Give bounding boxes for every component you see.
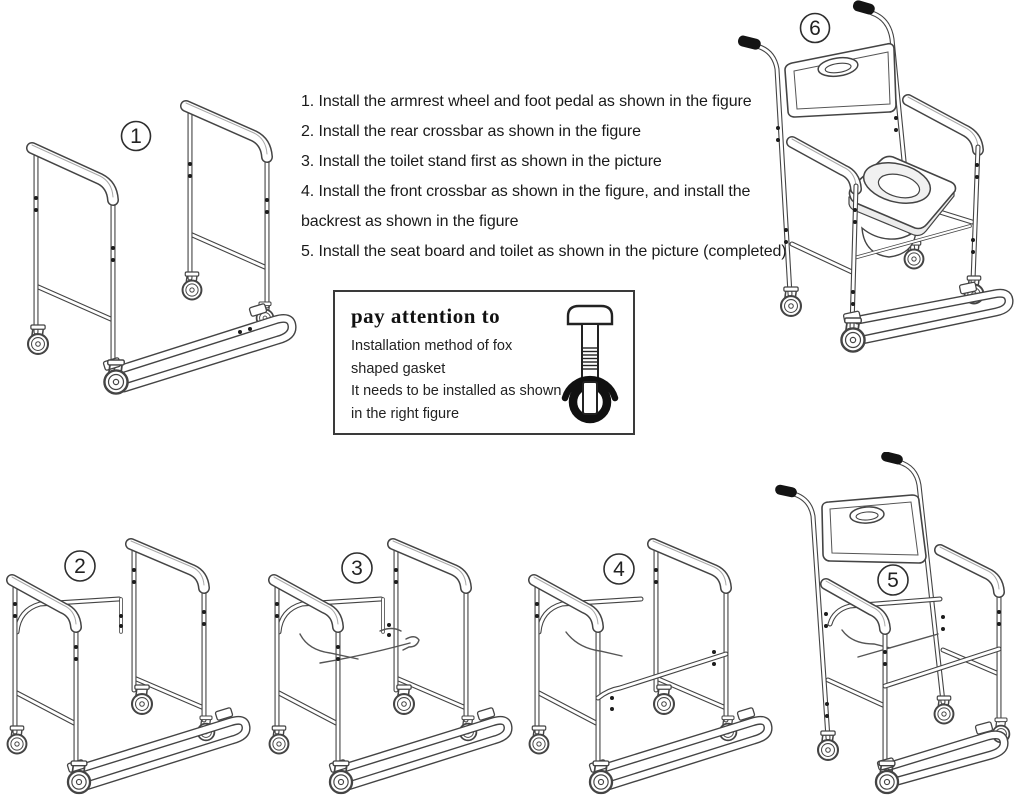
instruction-step-3: 3. Install the toilet stand first as sho… (301, 153, 662, 170)
backrest-handle-slot (849, 506, 885, 524)
figure-step-3: 3 (262, 482, 532, 795)
left-armrest (826, 581, 885, 768)
figure-step-4: 4 (522, 482, 792, 795)
svg-text:3: 3 (351, 557, 363, 580)
svg-text:4: 4 (613, 558, 625, 581)
step-number-badge: 1 (120, 120, 152, 152)
caster-wheel (816, 729, 840, 762)
caster-wheel (392, 683, 416, 716)
caster-wheel (328, 759, 354, 795)
bolt-dots (824, 610, 1001, 718)
foot-pedal (328, 706, 508, 786)
backrest-panel (821, 494, 927, 564)
instruction-step-4: 4. Install the front crossbar as shown i… (301, 183, 751, 200)
attention-title: pay attention to (351, 304, 501, 328)
caster-wheel (874, 759, 900, 795)
left-push-handle-tube (757, 46, 790, 294)
left-side-frame (32, 145, 113, 364)
foot-pedal (876, 720, 1004, 782)
bolt-dots (535, 568, 716, 711)
figure-step-2: 2 (0, 482, 270, 795)
step-number-badge: 4 (603, 553, 635, 585)
bolt-and-gasket-icon (561, 304, 619, 424)
bolt-dots (13, 568, 206, 661)
backrest-handle-slot (817, 56, 859, 78)
step-number-badge: 3 (341, 552, 373, 584)
toilet-stand-wire (565, 631, 623, 657)
instruction-step-5: 5. Install the seat board and toilet as … (301, 243, 787, 260)
step-number-badge: 5 (877, 564, 909, 596)
left-handle-grip (775, 484, 797, 498)
right-handle-grip (881, 452, 903, 465)
right-armrest (908, 97, 978, 150)
caster-wheel (268, 725, 290, 755)
figure-step-1: 1 (8, 80, 308, 395)
caster-wheel (66, 759, 92, 795)
caster-wheel (26, 323, 50, 356)
gasket-clip-arc (561, 375, 619, 402)
foot-pedal (66, 706, 246, 786)
toilet-stand-wires (841, 629, 939, 658)
bolt-dots (275, 568, 398, 661)
instruction-step-1: 1. Install the armrest wheel and foot pe… (301, 93, 752, 110)
foot-pedal (842, 281, 1009, 340)
caster-wheel (130, 683, 154, 716)
svg-text:5: 5 (887, 569, 899, 592)
bolt-dots (776, 116, 979, 306)
left-armrest (792, 139, 856, 189)
caster-wheel (528, 725, 550, 755)
toilet-opening (877, 173, 921, 199)
thread-lines (583, 347, 597, 370)
caster-wheel (933, 695, 955, 725)
caster-wheel (840, 316, 866, 353)
attention-box: pay attention to Installation method of … (333, 290, 635, 435)
svg-text:6: 6 (809, 17, 821, 40)
front-crossbar (598, 654, 726, 698)
caster-wheel (6, 725, 28, 755)
instruction-step-4-cont: backrest as shown in the figure (301, 213, 519, 230)
caster-wheel (588, 759, 614, 795)
backrest-panel (784, 42, 897, 118)
caster-wheel (779, 285, 803, 318)
caster-wheel (181, 271, 203, 301)
caster-wheel (652, 683, 676, 716)
step-number-badge: 6 (799, 12, 831, 44)
figure-step-6: 6 (737, 0, 1030, 353)
svg-text:1: 1 (130, 125, 142, 148)
caster-wheel (103, 358, 129, 395)
right-handle-grip (852, 0, 875, 15)
toilet-stand-wires (299, 627, 420, 664)
right-armrest (940, 547, 999, 720)
toilet-seat (848, 155, 957, 237)
foot-pedal (588, 706, 768, 786)
instruction-list: 1. Install the armrest wheel and foot pe… (301, 87, 787, 267)
svg-text:2: 2 (74, 555, 86, 578)
figure-step-5: 5 (775, 452, 1011, 795)
bolt-dots (34, 162, 269, 334)
step-number-badge: 2 (64, 550, 96, 582)
instruction-step-2: 2. Install the rear crossbar as shown in… (301, 123, 641, 140)
attention-body: Installation method of fox shaped gasket… (351, 338, 562, 422)
left-handle-grip (737, 35, 761, 50)
